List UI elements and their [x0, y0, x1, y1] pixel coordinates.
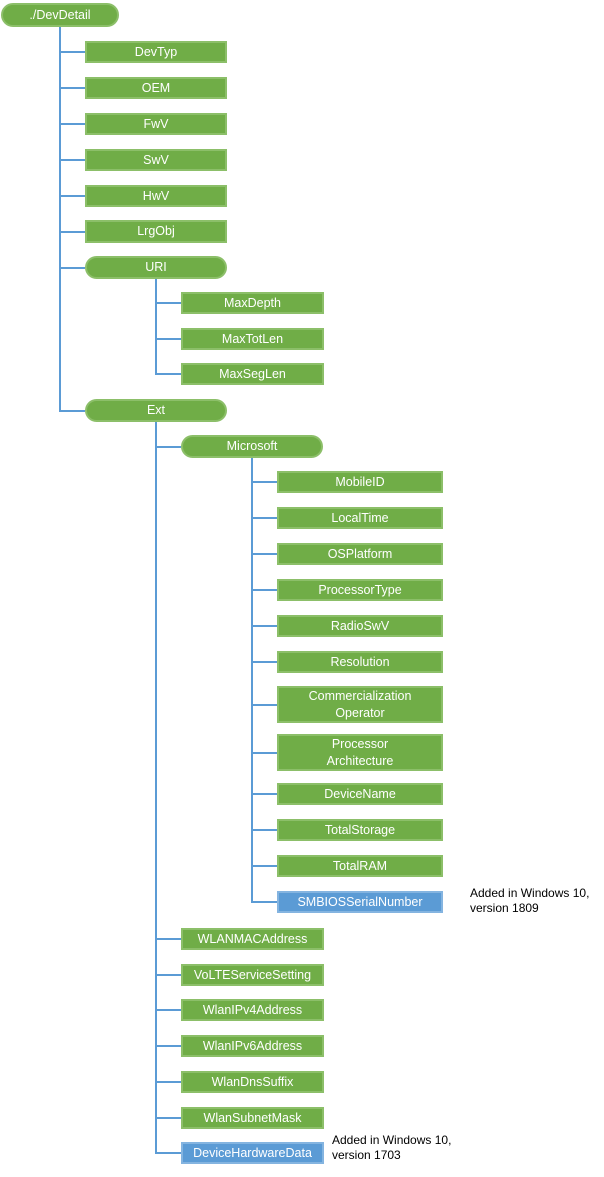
tree-node-osplatform: OSPlatform	[277, 543, 443, 565]
tree-node-commercializationoperator: Commercialization Operator	[277, 686, 443, 723]
tree-node-hwv: HwV	[85, 185, 227, 207]
connector-line-microsoft-to-smbiosserialnumber	[251, 901, 277, 903]
connector-line-microsoft-trunk	[251, 458, 253, 903]
tree-node-devicename: DeviceName	[277, 783, 443, 805]
tree-node-maxdepth: MaxDepth	[181, 292, 324, 314]
tree-node-mobileid: MobileID	[277, 471, 443, 493]
tree-node-processorarchitecture: Processor Architecture	[277, 734, 443, 771]
connector-line-devdetail-to-fwv	[59, 123, 85, 125]
tree-node-uri: URI	[85, 256, 227, 279]
annotation-windows10-1703: Added in Windows 10, version 1703	[332, 1133, 452, 1162]
connector-line-ext-to-wlanmacaddress	[155, 938, 181, 940]
connector-line-devdetail-to-oem	[59, 87, 85, 89]
connector-line-microsoft-to-commercializationoperator	[251, 704, 277, 706]
connector-line-ext-to-devicehardwaredata	[155, 1152, 181, 1154]
tree-node-ext: Ext	[85, 399, 227, 422]
connector-line-uri-to-maxseglen	[155, 373, 181, 375]
tree-node-swv: SwV	[85, 149, 227, 171]
connector-line-uri-trunk	[155, 279, 157, 375]
tree-node-wlandnssuffix: WlanDnsSuffix	[181, 1071, 324, 1093]
connector-line-devdetail-to-swv	[59, 159, 85, 161]
tree-node-lrgobj: LrgObj	[85, 220, 227, 243]
tree-node-volteservicesetting: VoLTEServiceSetting	[181, 964, 324, 986]
connector-line-ext-to-volteservicesetting	[155, 974, 181, 976]
tree-node-totalram: TotalRAM	[277, 855, 443, 877]
connector-line-ext-to-wlansubnetmask	[155, 1117, 181, 1119]
tree-node-oem: OEM	[85, 77, 227, 99]
tree-node-wlanmacaddress: WLANMACAddress	[181, 928, 324, 950]
connector-line-microsoft-to-mobileid	[251, 481, 277, 483]
connector-line-ext-to-wlanipv4address	[155, 1009, 181, 1011]
tree-node-wlanipv6address: WlanIPv6Address	[181, 1035, 324, 1057]
connector-line-microsoft-to-processortype	[251, 589, 277, 591]
tree-node-resolution: Resolution	[277, 651, 443, 673]
tree-node-smbiosserialnumber: SMBIOSSerialNumber	[277, 891, 443, 913]
tree-node-processortype: ProcessorType	[277, 579, 443, 601]
tree-node-maxseglen: MaxSegLen	[181, 363, 324, 385]
connector-line-microsoft-to-radioswv	[251, 625, 277, 627]
tree-node-radioswv: RadioSwV	[277, 615, 443, 637]
connector-line-microsoft-to-totalstorage	[251, 829, 277, 831]
connector-line-microsoft-to-resolution	[251, 661, 277, 663]
connector-line-devdetail-to-ext	[59, 410, 85, 412]
tree-node-maxtotlen: MaxTotLen	[181, 328, 324, 350]
annotation-windows10-1809: Added in Windows 10, version 1809	[470, 886, 590, 915]
connector-line-microsoft-to-processorarchitecture	[251, 752, 277, 754]
connector-line-uri-to-maxtotlen	[155, 338, 181, 340]
tree-node-microsoft: Microsoft	[181, 435, 323, 458]
connector-line-devdetail-to-uri	[59, 267, 85, 269]
connector-line-microsoft-to-localtime	[251, 517, 277, 519]
tree-node-totalstorage: TotalStorage	[277, 819, 443, 841]
connector-line-uri-to-maxdepth	[155, 302, 181, 304]
connector-line-microsoft-to-osplatform	[251, 553, 277, 555]
connector-line-devdetail-to-lrgobj	[59, 231, 85, 233]
tree-node-devdetail: ./DevDetail	[1, 3, 119, 27]
connector-line-microsoft-to-devicename	[251, 793, 277, 795]
connector-line-ext-to-microsoft	[155, 446, 181, 448]
connector-line-devdetail-to-hwv	[59, 195, 85, 197]
connector-line-microsoft-to-totalram	[251, 865, 277, 867]
tree-node-fwv: FwV	[85, 113, 227, 135]
tree-node-localtime: LocalTime	[277, 507, 443, 529]
connector-line-ext-trunk	[155, 422, 157, 1154]
connector-line-devdetail-to-devtyp	[59, 51, 85, 53]
tree-node-wlanipv4address: WlanIPv4Address	[181, 999, 324, 1021]
tree-node-devicehardwaredata: DeviceHardwareData	[181, 1142, 324, 1164]
connector-line-ext-to-wlandnssuffix	[155, 1081, 181, 1083]
connector-line-devdetail-trunk	[59, 27, 61, 412]
tree-node-wlansubnetmask: WlanSubnetMask	[181, 1107, 324, 1129]
connector-line-ext-to-wlanipv6address	[155, 1045, 181, 1047]
tree-node-devtyp: DevTyp	[85, 41, 227, 63]
